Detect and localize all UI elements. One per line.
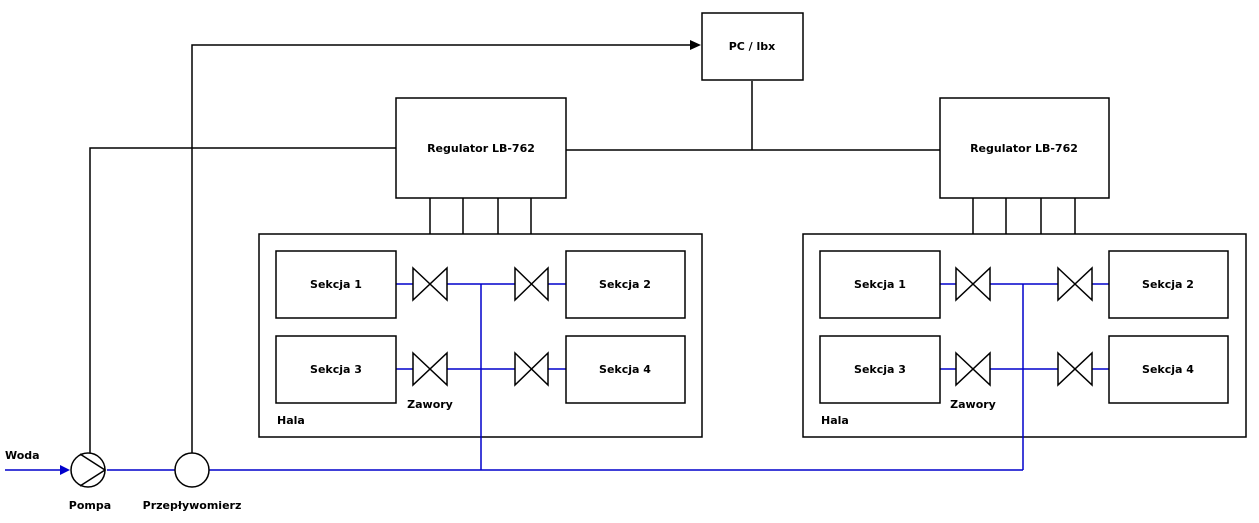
regulator-right-label: Regulator LB-762 xyxy=(970,142,1078,155)
pc-label: PC / lbx xyxy=(729,40,776,53)
left-section-2-box xyxy=(565,250,686,319)
right-section-1-box xyxy=(819,250,941,319)
pc-box xyxy=(701,12,804,81)
left-valves-label: Zawory xyxy=(407,398,453,411)
flowmeter-label: Przepływomierz xyxy=(143,499,242,512)
right-section-3-box xyxy=(819,335,941,404)
right-section-4-label: Sekcja 4 xyxy=(1142,363,1194,376)
left-valve-4-icon xyxy=(514,351,549,387)
hall-left-label: Hala xyxy=(277,414,305,427)
right-valve-4-icon xyxy=(1057,351,1093,387)
right-valve-1-icon xyxy=(955,266,991,302)
left-section-2-label: Sekcja 2 xyxy=(599,278,651,291)
left-valve-3-icon xyxy=(412,351,448,387)
right-section-2-box xyxy=(1108,250,1229,319)
right-valve-3-icon xyxy=(955,351,991,387)
right-valves-label: Zawory xyxy=(950,398,996,411)
pump-label: Pompa xyxy=(69,499,111,512)
hall-right-label: Hala xyxy=(821,414,849,427)
right-section-4-box xyxy=(1108,335,1229,404)
regulator-right-box xyxy=(939,97,1110,199)
water-inlet-arrow xyxy=(60,465,70,475)
left-section-4-label: Sekcja 4 xyxy=(599,363,651,376)
pump-icon xyxy=(70,452,107,488)
left-section-1-label: Sekcja 1 xyxy=(310,278,362,291)
left-section-4-box xyxy=(565,335,686,404)
flowmeter-signal-line xyxy=(191,44,692,455)
regulator-left-box xyxy=(395,97,567,199)
right-section-1-label: Sekcja 1 xyxy=(854,278,906,291)
left-valve-1-icon xyxy=(412,266,448,302)
pump-signal-line xyxy=(89,147,396,455)
left-section-3-label: Sekcja 3 xyxy=(310,363,362,376)
pc-arrow-head xyxy=(690,40,701,50)
left-section-3-box xyxy=(275,335,397,404)
water-label: Woda xyxy=(5,449,40,462)
right-section-2-label: Sekcja 2 xyxy=(1142,278,1194,291)
right-valve-2-icon xyxy=(1057,266,1093,302)
flowmeter-icon xyxy=(174,452,210,488)
left-section-1-box xyxy=(275,250,397,319)
regulator-left-label: Regulator LB-762 xyxy=(427,142,535,155)
left-valve-2-icon xyxy=(514,266,549,302)
right-section-3-label: Sekcja 3 xyxy=(854,363,906,376)
